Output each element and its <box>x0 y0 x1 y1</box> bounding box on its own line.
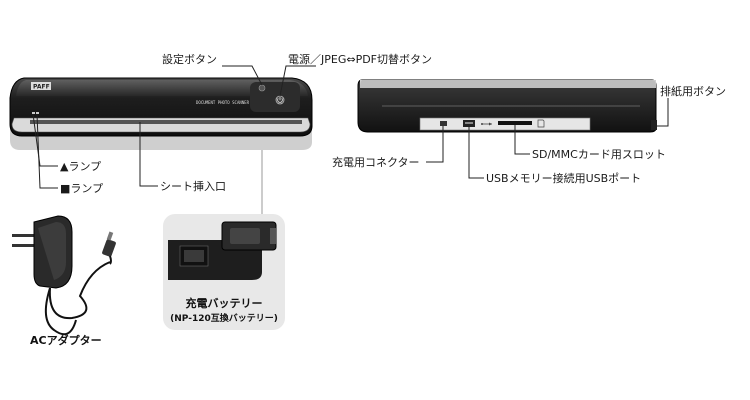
brand-logo-text: PAFF <box>33 84 50 91</box>
square-lamp <box>36 112 39 114</box>
front-callouts: 設定ボタン 電源／JPEG⇔PDF切替ボタン ▲ランプ ■ランプ シート挿入口 <box>32 52 432 218</box>
model-text: DOCUMENT PHOTO SCANNER <box>196 100 250 105</box>
brand-logo <box>31 82 51 90</box>
eject-button-label: 排紙用ボタン <box>660 84 726 98</box>
ac-adapter-label: ACアダプター <box>30 333 102 347</box>
scanner-rear-view <box>357 79 657 133</box>
card-slot-label: SD/MMCカード用スロット <box>532 148 666 161</box>
battery-subtitle: (NP-120互換バッテリー) <box>170 312 278 324</box>
usb-icon <box>481 122 492 126</box>
charge-connector-label: 充電用コネクター <box>332 155 420 169</box>
usb-port-label: USBメモリー接続用USBポート <box>486 171 641 185</box>
card-slot[interactable] <box>498 121 532 125</box>
battery-title: 充電バッテリー <box>186 296 263 310</box>
power-button-label: 電源／JPEG⇔PDF切替ボタン <box>288 52 432 66</box>
square-lamp-label: ■ランプ <box>60 182 103 195</box>
sheet-slot-label: シート挿入口 <box>160 179 226 193</box>
battery-pack <box>221 221 277 251</box>
eject-button[interactable] <box>651 120 657 130</box>
battery-callout <box>163 214 285 330</box>
triangle-lamp-label: ▲ランプ <box>60 160 101 173</box>
power-icon <box>277 97 283 103</box>
scanner-front-view: PAFF DOCUMENT PHOTO SCANNER <box>9 77 313 150</box>
rear-callouts: 排紙用ボタン 充電用コネクター USBメモリー接続用USBポート SD/MMCカ… <box>332 84 726 185</box>
charge-connector[interactable] <box>440 121 447 126</box>
triangle-lamp <box>32 112 35 114</box>
ac-adapter <box>12 215 116 336</box>
card-icon <box>537 119 545 128</box>
settings-button-label: 設定ボタン <box>162 52 217 66</box>
settings-button[interactable] <box>258 84 266 92</box>
